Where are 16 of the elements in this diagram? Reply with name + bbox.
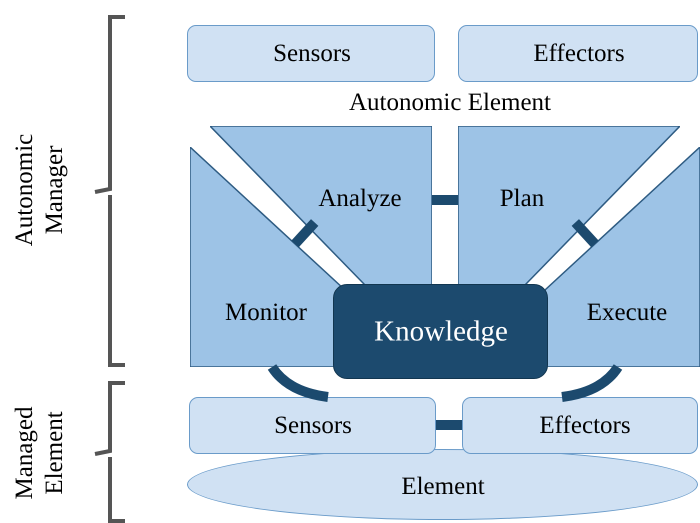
connector-bar xyxy=(291,219,318,248)
element-ellipse: Element xyxy=(187,449,698,520)
connector-bar xyxy=(436,420,462,430)
group-label: Autonomic Manager xyxy=(10,132,69,248)
execute-shape: Execute xyxy=(545,147,700,367)
sensors-box: Sensors xyxy=(187,25,435,82)
knowledge-box: Knowledge xyxy=(333,284,548,379)
effectors-box: Effectors xyxy=(458,25,698,82)
sensors-box: Sensors xyxy=(189,397,436,454)
group-label: Managed Element xyxy=(10,405,69,502)
element-title: Autonomic Element xyxy=(348,88,552,118)
connector-bar xyxy=(432,195,458,205)
connector-bar xyxy=(572,219,599,248)
analyze-shape: Analyze xyxy=(210,126,432,285)
effectors-box: Effectors xyxy=(462,397,698,454)
plan-shape: Plan xyxy=(458,126,680,285)
